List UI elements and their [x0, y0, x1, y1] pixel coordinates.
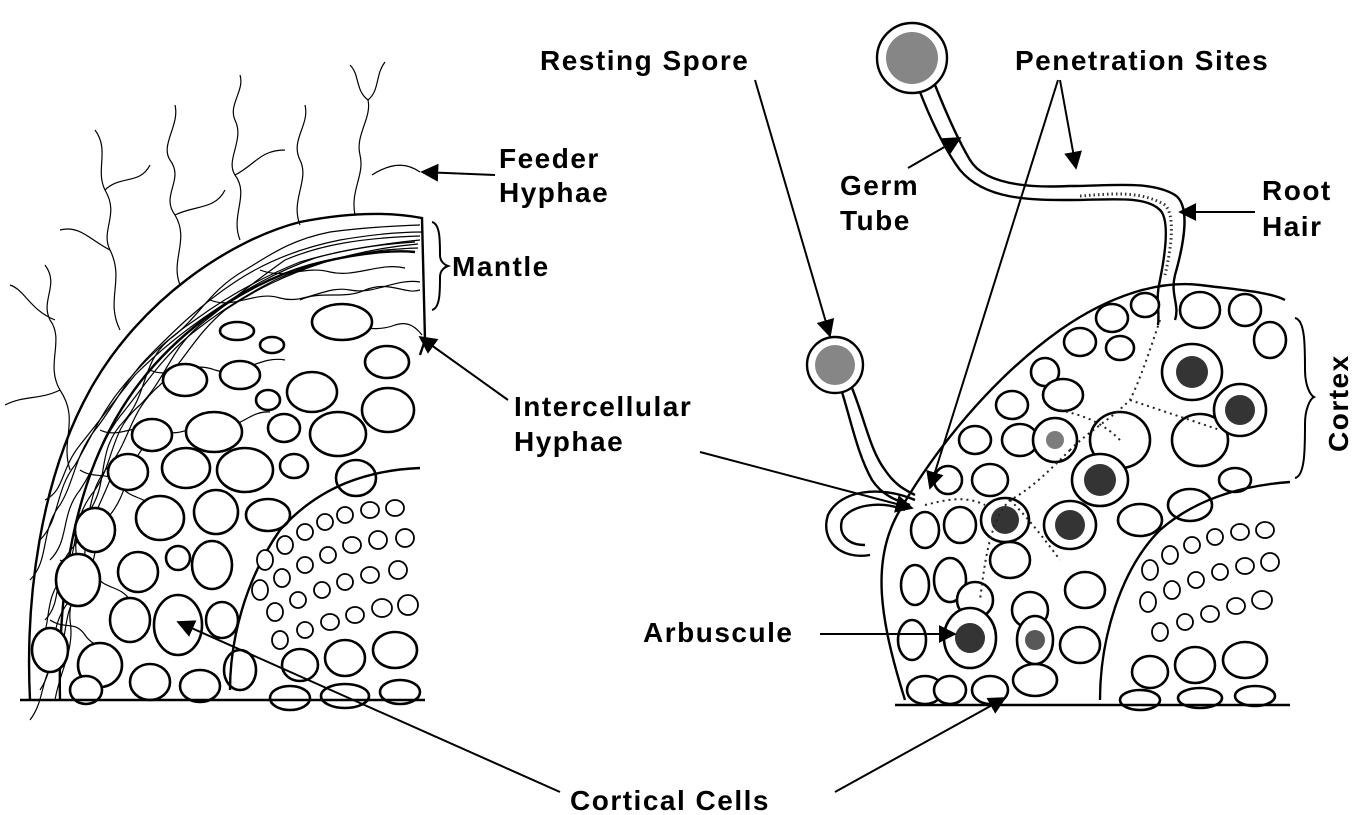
- label-root-hair: Root Hair: [1180, 175, 1332, 242]
- mantle-label: Mantle: [452, 251, 550, 282]
- arbuscule-label: Arbuscule: [643, 617, 793, 648]
- cortex-label: Cortex: [1323, 354, 1354, 452]
- feeder-hyphae-label-line1: Feeder: [499, 143, 600, 174]
- root-hair: [1070, 185, 1184, 325]
- feeder-hyphae-label-line2: Hyphae: [499, 177, 609, 208]
- resting-spore-label: Resting Spore: [540, 45, 749, 76]
- label-cortex: Cortex: [1295, 318, 1354, 478]
- intercellular-label-line1: Intercellular: [514, 391, 692, 422]
- penetration-sites-label: Penetration Sites: [1015, 45, 1269, 76]
- feeder-hyphae-drawing: [5, 62, 420, 470]
- cortical-cells-label: Cortical Cells: [570, 785, 770, 815]
- intercellular-label-line2: Hyphae: [514, 426, 624, 457]
- label-germ-tube: Germ Tube: [840, 138, 960, 236]
- ectomycorrhiza-section: [5, 62, 425, 720]
- germ-tube-label-line1: Germ: [840, 170, 919, 201]
- resting-spore-drawing: [807, 337, 915, 505]
- label-mantle: Mantle: [432, 222, 550, 310]
- germ-tube-label-line2: Tube: [840, 205, 911, 236]
- root-hair-label-line1: Root: [1262, 175, 1332, 206]
- label-feeder-hyphae: Feeder Hyphae: [422, 143, 609, 208]
- root-hair-label-line2: Hair: [1262, 211, 1322, 242]
- endomycorrhiza-section: [807, 23, 1290, 710]
